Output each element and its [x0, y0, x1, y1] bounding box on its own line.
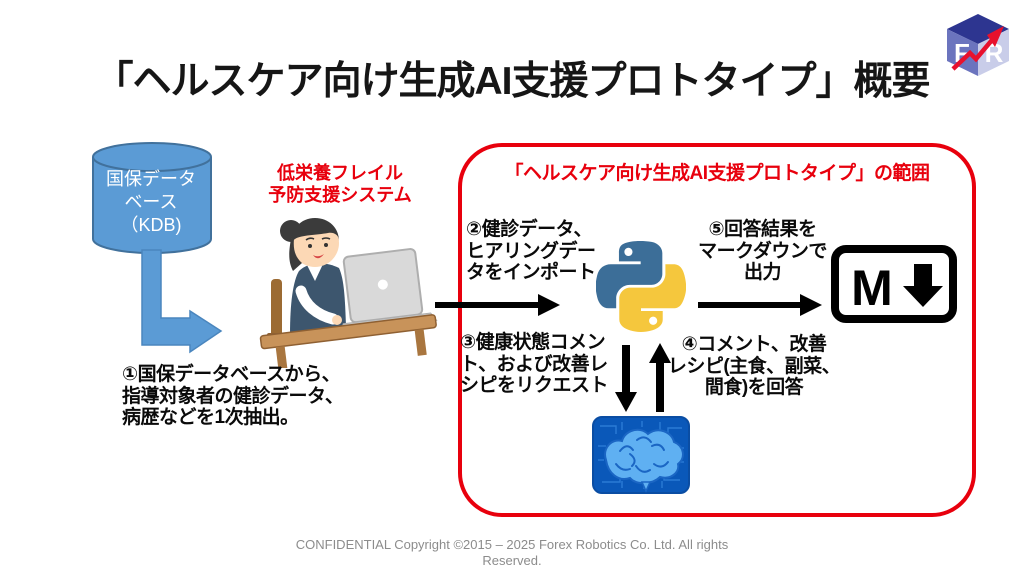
system-name-label: 低栄養フレイル 予防支援システム — [258, 162, 422, 206]
logo-letter-f: F — [954, 38, 970, 68]
person-hair-side — [289, 239, 302, 271]
step3-line: ト、および改善レ — [460, 353, 608, 375]
operator-at-laptop-illustration — [259, 218, 438, 368]
python-logo-icon — [596, 241, 686, 332]
person-eyebrow — [305, 237, 315, 241]
step4-line: ④コメント、改善 — [681, 334, 827, 355]
flow-arrow-import-icon — [435, 294, 560, 316]
step2-line: ②健診データ、 — [466, 219, 593, 240]
slide-title: 「ヘルスケア向け生成AI支援プロトタイプ」概要 — [94, 60, 930, 103]
step2-line: ヒアリングデー — [466, 240, 596, 262]
person-hair — [290, 218, 339, 245]
step2-caption: ②健診データ、 ヒアリングデー タをインポート — [466, 219, 596, 284]
desk-group — [259, 248, 438, 368]
person-shirt-collar — [307, 264, 323, 281]
desk-leg — [275, 346, 288, 368]
step5-line: 出力 — [743, 262, 782, 283]
database-label-line: ベース — [124, 192, 178, 212]
person-mouth — [313, 254, 324, 259]
ai-brain-icon — [592, 416, 690, 494]
logo-cube-left — [947, 29, 978, 76]
logo-zigzag-arrowhead — [987, 26, 1004, 47]
step3-caption: ③健康状態コメン ト、および改善レ シピをリクエスト — [460, 332, 609, 397]
logo-cube-right — [978, 29, 1009, 76]
step5-caption: ⑤回答結果を マークダウンで 出力 — [690, 219, 835, 284]
company-logo-icon: F R — [947, 14, 1009, 76]
system-name-line: 低栄養フレイル — [277, 163, 403, 183]
brain-folds — [615, 436, 669, 473]
step5-line: ⑤回答結果を — [708, 219, 817, 240]
logo-zigzag-arrow — [951, 38, 994, 71]
down-arrow-icon — [615, 345, 637, 412]
person-eye — [324, 243, 328, 247]
step2-line: タをインポート — [466, 262, 596, 283]
markdown-letter-m: M — [851, 260, 893, 316]
system-name-line: 予防支援システム — [268, 185, 412, 205]
step3-line: ③健康状態コメン — [460, 332, 606, 353]
database-icon — [92, 142, 212, 254]
person-hand — [332, 315, 342, 325]
database-label: 国保データ ベース （KDB) — [91, 168, 211, 237]
step4-line: 間食)を回答 — [704, 377, 804, 398]
laptop-logo — [377, 279, 388, 290]
step1-line: ①国保データベースから、 — [122, 364, 341, 385]
flow-arrows-request-response-icon — [615, 343, 671, 412]
markdown-logo-icon: M — [831, 245, 957, 323]
scope-box: 「ヘルスケア向け生成AI支援プロトタイプ」の範囲 — [458, 143, 976, 517]
scope-box-title: 「ヘルスケア向け生成AI支援プロトタイプ」の範囲 — [504, 163, 930, 184]
footer-copyright: CONFIDENTIAL Copyright ©2015 – 2025 Fore… — [295, 537, 729, 568]
circuit-pattern — [598, 421, 684, 489]
brain-stem — [640, 481, 652, 493]
flow-arrow-output-icon — [698, 294, 822, 316]
step1-line: 指導対象者の健診データ、 — [122, 385, 344, 407]
step1-line: 病歴などを1次抽出。 — [122, 407, 299, 428]
step4-caption: ④コメント、改善 レシピ(主食、副菜、 間食)を回答 — [666, 334, 842, 399]
person-arm — [295, 285, 339, 325]
markdown-down-arrow — [903, 264, 943, 307]
flow-arrow-database-down-icon — [141, 249, 223, 354]
step4-line: レシピ(主食、副菜、 — [667, 355, 841, 377]
step3-line: シピをリクエスト — [460, 375, 609, 396]
person-eye — [308, 244, 312, 248]
person-eyebrow — [321, 237, 331, 240]
database-label-line: （KDB) — [120, 215, 182, 235]
step1-caption: ①国保データベースから、 指導対象者の健診データ、 病歴などを1次抽出。 — [122, 364, 344, 429]
database-label-line: 国保データ — [106, 169, 196, 189]
desk-top — [259, 314, 437, 350]
chair-back — [271, 279, 282, 337]
up-arrow-icon — [649, 343, 671, 412]
step5-line: マークダウンで — [698, 240, 827, 262]
desk-leg — [414, 328, 427, 356]
